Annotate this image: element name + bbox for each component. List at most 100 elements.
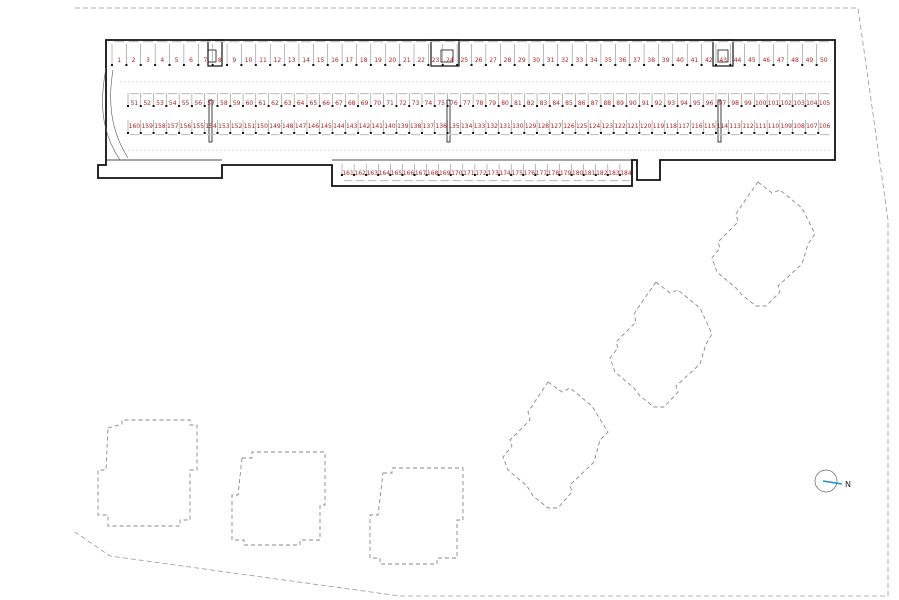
spot-number: 84	[552, 100, 560, 107]
spot-number: 12	[274, 57, 282, 64]
column-marker	[676, 105, 679, 107]
spot-code-mark	[401, 41, 412, 43]
column-marker	[582, 174, 585, 176]
column-marker	[293, 105, 296, 107]
column-marker	[139, 64, 142, 66]
spot-number: 157	[167, 123, 179, 130]
spot-code-mark	[193, 134, 203, 136]
parking-spot: 72	[395, 93, 408, 107]
spot-number: 133	[474, 123, 486, 130]
column-marker	[226, 64, 229, 66]
parking-spot: 5	[168, 41, 182, 66]
spot-code-mark	[559, 41, 571, 43]
spot-code-mark	[372, 134, 382, 136]
spot-code-mark	[452, 180, 462, 182]
parking-spot: 105	[817, 93, 831, 107]
spot-code-mark	[500, 93, 510, 95]
column-marker	[433, 105, 436, 107]
spot-code-mark	[488, 41, 499, 43]
spot-code-mark	[621, 180, 631, 182]
parking-spot: 112	[740, 120, 754, 136]
spot-number: 29	[518, 57, 526, 64]
spot-code-mark	[615, 134, 625, 136]
parking-spot: 154	[203, 120, 217, 136]
spot-number: 180	[572, 170, 584, 177]
building-footprint	[97, 419, 198, 527]
spot-code-mark	[646, 41, 657, 43]
spot-code-mark	[689, 41, 700, 43]
spot-number: 117	[678, 123, 690, 130]
column-marker	[472, 132, 475, 134]
column-marker	[599, 132, 602, 134]
spot-code-mark	[359, 134, 369, 136]
spot-code-mark	[128, 41, 139, 43]
column-marker	[425, 174, 428, 176]
column-marker	[625, 105, 628, 107]
parking-spot: 57	[203, 93, 216, 107]
spot-code-mark	[500, 134, 510, 136]
parking-spot: 51	[127, 93, 139, 107]
column-marker	[254, 105, 257, 107]
parking-spot: 169	[437, 164, 451, 182]
spot-number: 166	[403, 170, 415, 177]
parking-spot: 131	[497, 120, 511, 136]
parking-spot: 74	[420, 93, 433, 107]
spot-code-mark	[781, 93, 791, 95]
spot-number: 146	[308, 123, 320, 130]
building-footprint	[369, 467, 464, 565]
column-marker	[643, 64, 646, 66]
column-marker	[154, 64, 157, 66]
spot-code-mark	[718, 41, 729, 43]
parking-spot: 21	[398, 41, 412, 66]
spot-number: 5	[175, 57, 179, 64]
spot-number: 20	[389, 57, 397, 64]
parking-spot: 22	[412, 41, 427, 66]
spot-code-mark	[372, 93, 382, 95]
spot-code-mark	[430, 41, 441, 43]
parking-spot: 31	[542, 41, 556, 66]
spot-number: 102	[781, 100, 793, 107]
spot-code-mark	[577, 134, 587, 136]
column-marker	[625, 132, 628, 134]
column-marker	[203, 132, 206, 134]
spot-number: 171	[463, 170, 475, 177]
spot-number: 48	[791, 57, 799, 64]
column-marker	[165, 105, 168, 107]
spot-number: 38	[647, 57, 655, 64]
spot-code-mark	[428, 180, 437, 182]
parking-spot: 56	[190, 93, 203, 107]
column-marker	[229, 132, 232, 134]
spot-code-mark	[732, 41, 743, 43]
column-marker	[111, 64, 113, 66]
parking-spot: 123	[599, 120, 613, 136]
column-marker	[312, 64, 315, 66]
column-marker	[344, 132, 347, 134]
spot-code-mark	[666, 134, 676, 136]
parking-spot: 172	[473, 164, 487, 182]
parking-spot: 142	[357, 120, 370, 136]
spot-code-mark	[206, 134, 216, 136]
spot-code-mark	[372, 41, 384, 43]
spot-code-mark	[157, 41, 168, 43]
parking-spot: 118	[663, 120, 677, 136]
spot-number: 30	[532, 57, 540, 64]
spot-code-mark	[717, 134, 727, 136]
spot-code-mark	[244, 93, 254, 95]
spot-code-mark	[545, 41, 556, 43]
spot-number: 111	[755, 123, 767, 130]
parking-spot: 93	[663, 93, 676, 107]
parking-spot: 126	[561, 120, 575, 136]
spot-code-mark	[769, 134, 778, 136]
spot-number: 174	[499, 170, 511, 177]
column-marker	[702, 105, 705, 107]
parking-spot: 66	[318, 93, 331, 107]
parking-spot: 9	[226, 41, 240, 66]
column-marker	[686, 64, 689, 66]
spot-code-mark	[142, 134, 152, 136]
spot-number: 34	[590, 57, 598, 64]
parking-spot: 79	[484, 93, 497, 107]
spot-number: 23	[432, 57, 440, 64]
parking-spot: 165	[389, 164, 402, 182]
parking-spot: 3	[139, 41, 153, 66]
spot-number: 82	[527, 100, 535, 107]
